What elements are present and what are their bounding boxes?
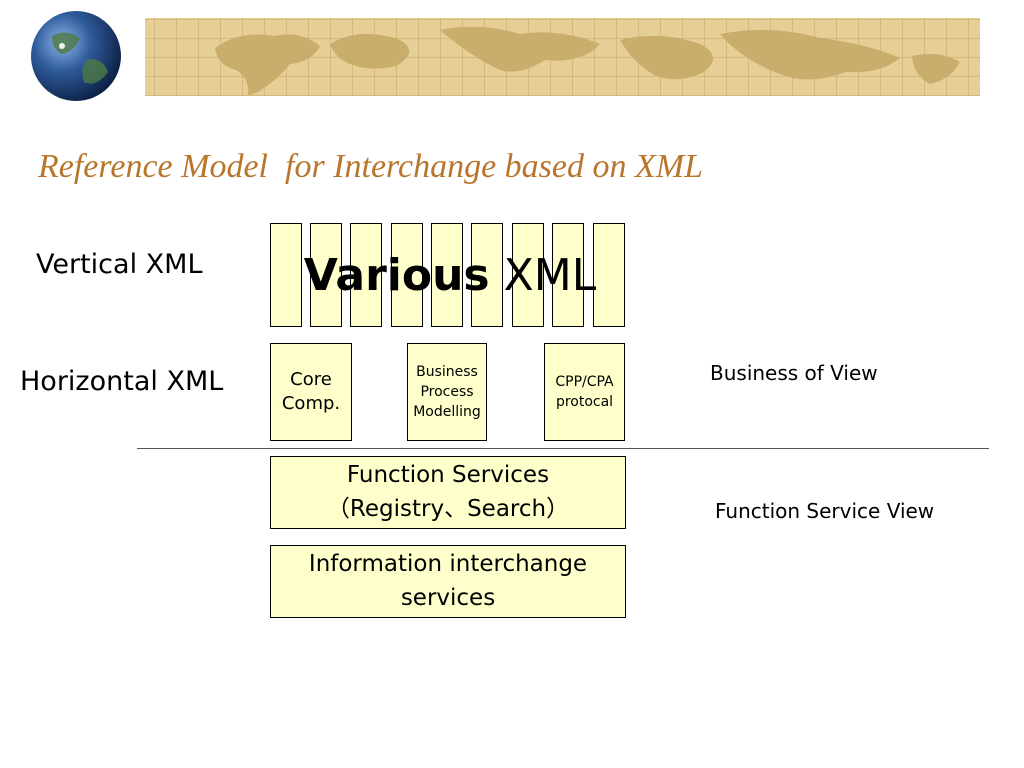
vertical-xml-bar xyxy=(391,223,423,327)
vertical-xml-bar xyxy=(512,223,544,327)
core-components-box: Core Comp. xyxy=(270,343,352,441)
business-process-modelling-box: Business Process Modelling xyxy=(407,343,487,441)
business-view-label: Business of View xyxy=(710,361,878,385)
box-line: CPP/CPA xyxy=(555,373,614,390)
vertical-xml-bar xyxy=(270,223,302,327)
header-banner xyxy=(31,0,980,110)
various-xml-label: Various XML xyxy=(270,250,630,301)
various-word: Various xyxy=(303,250,490,301)
box-line: （Registry、Search） xyxy=(326,495,570,522)
vertical-xml-label: Vertical XML xyxy=(36,249,203,280)
function-services-box: Function Services （Registry、Search） xyxy=(270,456,626,529)
globe-icon xyxy=(31,11,121,101)
xml-word: XML xyxy=(489,250,597,301)
vertical-xml-bar xyxy=(593,223,625,327)
vertical-xml-bar xyxy=(431,223,463,327)
box-line: services xyxy=(400,584,496,611)
vertical-xml-bar xyxy=(552,223,584,327)
box-line: Core xyxy=(290,368,332,390)
box-line: Information interchange xyxy=(308,551,588,578)
box-line: protocal xyxy=(555,394,614,410)
vertical-xml-bar xyxy=(471,223,503,327)
information-interchange-box: Information interchange services xyxy=(270,545,626,618)
box-line: Comp. xyxy=(281,393,341,414)
box-line: Modelling xyxy=(413,404,481,421)
slide-title: Reference Model for Interchange based on… xyxy=(38,148,704,185)
view-divider xyxy=(137,448,989,449)
box-line: Process xyxy=(420,383,474,400)
vertical-xml-bar xyxy=(350,223,382,327)
box-line: Business xyxy=(416,363,478,380)
cpp-cpa-protocol-box: CPP/CPA protocal xyxy=(544,343,625,441)
function-service-view-label: Function Service View xyxy=(715,499,935,523)
vertical-xml-bar xyxy=(310,223,342,327)
box-line: Function Services xyxy=(346,462,550,489)
horizontal-xml-label: Horizontal XML xyxy=(20,366,224,397)
world-map-strip xyxy=(130,18,980,96)
